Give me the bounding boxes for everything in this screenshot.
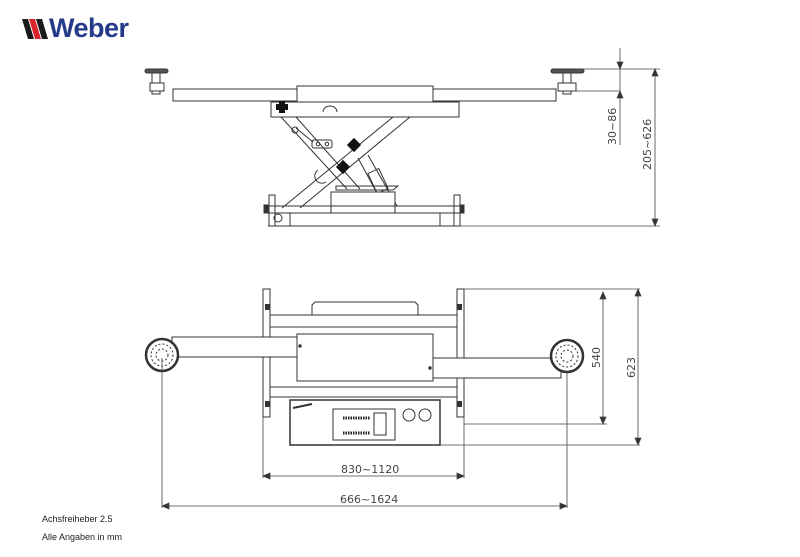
rail-clamps — [265, 304, 462, 407]
dim-overall-height: 205~626 — [641, 119, 654, 170]
units-note: Alle Angaben in mm — [42, 532, 123, 542]
side-dimensions — [460, 48, 660, 228]
product-name: Achsfreiheber 2.5 — [42, 514, 113, 524]
right-pad-top-icon — [549, 338, 585, 374]
logo-stripes-icon — [22, 15, 48, 41]
dim-overall-depth: 623 — [625, 357, 638, 378]
dim-frame-width: 540 — [590, 347, 603, 368]
upper-platform — [270, 101, 460, 118]
hydraulic-unit — [330, 191, 396, 217]
brand-name: Weber — [49, 13, 129, 43]
side-view — [144, 68, 585, 227]
valve-block — [332, 408, 396, 441]
left-arm — [171, 336, 300, 358]
top-dimensions — [160, 287, 642, 510]
side-arm-block — [296, 85, 434, 103]
right-rail — [456, 288, 465, 418]
gauge-icon — [418, 408, 432, 422]
left-lift-pad — [144, 68, 169, 95]
handle — [311, 301, 419, 315]
gauge-icon — [402, 408, 416, 422]
pivot-bolt-icon — [335, 137, 362, 175]
dim-lift-height: 30~86 — [606, 108, 619, 145]
control-knob-icon — [276, 101, 288, 113]
rear-crossbar — [269, 386, 458, 398]
front-crossbar — [269, 314, 458, 328]
base-tray — [289, 212, 441, 227]
dim-arm-span: 666~1624 — [340, 493, 398, 506]
center-carriage — [296, 333, 434, 382]
brand-logo: Weber — [22, 14, 129, 42]
right-lift-pad — [550, 68, 585, 95]
valve-grille — [343, 416, 370, 435]
top-view — [144, 288, 585, 446]
scissor-arms — [280, 116, 411, 209]
right-arm — [430, 357, 562, 379]
control-box — [289, 399, 441, 446]
dim-frame-length: 830~1120 — [341, 463, 399, 476]
